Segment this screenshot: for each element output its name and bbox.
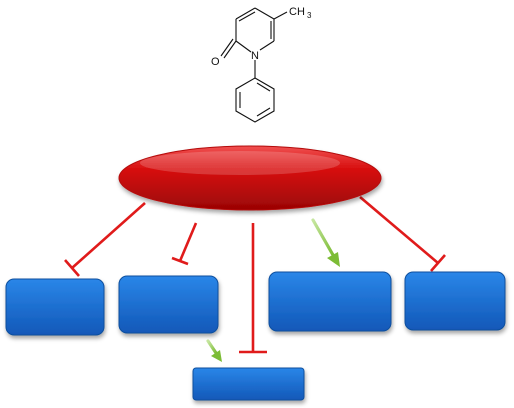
inhibition-edge-target-5 <box>239 223 267 354</box>
bond <box>235 7 256 20</box>
ellipse-highlight <box>140 151 340 175</box>
bond-double <box>238 11 256 22</box>
molecule-structure <box>220 7 288 123</box>
bond-methyl <box>273 11 288 20</box>
bond-double <box>256 82 271 92</box>
bond-carbonyl-double <box>220 38 234 57</box>
inhibition-edge-target-4 <box>359 196 446 272</box>
methyl-label: CH <box>289 6 305 18</box>
oxygen-label: O <box>211 56 220 68</box>
target-box-1 <box>5 278 105 336</box>
methyl-subscript: 3 <box>307 11 312 20</box>
phenyl-ring <box>235 77 275 123</box>
nitrogen-label: N <box>251 50 259 62</box>
bond <box>259 40 275 51</box>
bond <box>235 40 252 53</box>
target-box-3 <box>268 271 392 332</box>
activation-arrow-target-5 <box>206 339 222 362</box>
activation-arrow-target-3 <box>311 218 340 267</box>
inhibition-edge-target-1 <box>64 202 146 277</box>
bond-double <box>256 107 271 117</box>
target-box-5 <box>192 367 305 401</box>
target-box-2 <box>118 275 219 334</box>
bond <box>254 7 275 20</box>
target-box-4 <box>404 271 506 331</box>
bond-carbonyl <box>223 40 237 59</box>
central-ellipse <box>118 145 382 211</box>
inhibition-edge-target-2 <box>171 222 198 266</box>
